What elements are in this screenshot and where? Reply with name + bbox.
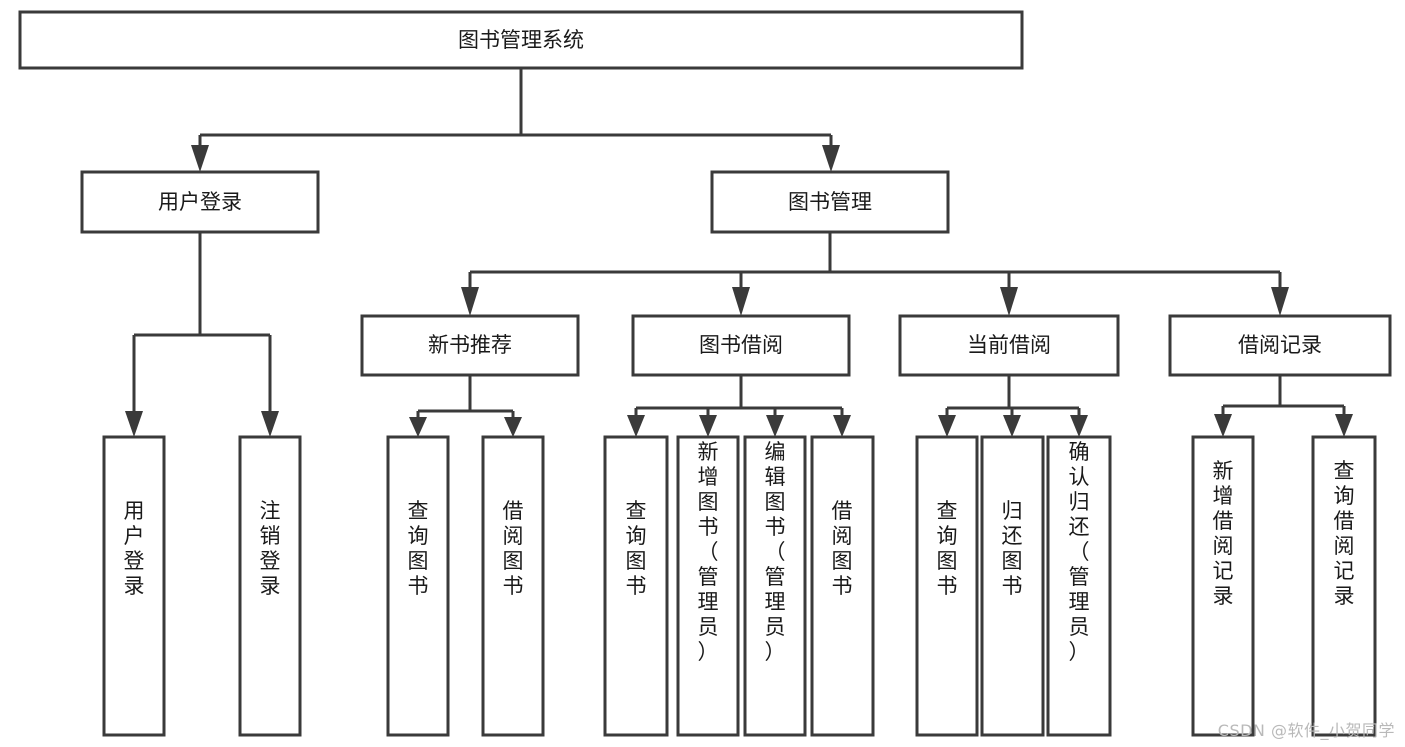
leaf-borrow-book-2-box[interactable] <box>810 435 875 737</box>
node-user-login-box[interactable] <box>80 170 320 234</box>
leaf-query-borrow-record-box[interactable] <box>1311 435 1377 737</box>
arrow-head-borrow-record <box>1271 287 1289 316</box>
node-current-borrow[interactable]: 当前借阅 <box>898 314 1120 377</box>
arrow-head-leaf-query-book-3 <box>938 415 956 437</box>
arrow-head-leaf-query-book-1 <box>409 417 427 437</box>
leaf-return-book-box[interactable] <box>980 435 1045 737</box>
connector-layer <box>125 68 1353 437</box>
node-book-manage[interactable]: 图书管理 <box>710 170 950 234</box>
node-root-label: 图书管理系统 <box>458 28 584 52</box>
leaf-confirm-return-box[interactable] <box>1046 435 1112 737</box>
arrow-head-leaf-edit-book <box>766 415 784 437</box>
leaf-return-book[interactable]: 归还图书 <box>980 435 1045 737</box>
leaf-add-borrow-record[interactable]: 新增借阅记录 <box>1191 435 1255 737</box>
leaf-query-book-3-box[interactable] <box>915 435 979 737</box>
arrow-head-new-book-recommend <box>461 287 479 316</box>
csdn-watermark: CSDN @软件_小贺同学 <box>1217 721 1395 740</box>
arrow-head-leaf-add-book <box>699 415 717 437</box>
leaf-user-login-box[interactable] <box>102 435 166 737</box>
arrow-head-current-borrow <box>1000 287 1018 316</box>
leaf-user-login[interactable]: 用户登录 <box>102 435 166 737</box>
leaf-borrow-book-2[interactable]: 借阅图书 <box>810 435 875 737</box>
leaf-add-book[interactable]: 新增图书（管理员） <box>676 435 740 737</box>
arrow-head-book-borrow <box>732 287 750 316</box>
node-current-borrow-label: 当前借阅 <box>967 333 1051 357</box>
leaf-query-book-2-box[interactable] <box>603 435 669 737</box>
node-new-book-recommend-label: 新书推荐 <box>428 333 512 357</box>
leaf-query-borrow-record-label: 查询借阅记录 <box>1334 459 1355 608</box>
arrow-head-leaf-user-logout <box>261 411 279 437</box>
arrow-head-user-login <box>191 145 209 172</box>
leaf-query-book-1-label: 查询图书 <box>408 499 429 598</box>
arrow-head-leaf-return-book <box>1003 415 1021 437</box>
arrow-head-leaf-user-login <box>125 411 143 437</box>
node-new-book-recommend-box[interactable] <box>360 314 580 377</box>
leaf-query-book-3[interactable]: 查询图书 <box>915 435 979 737</box>
node-book-manage-box[interactable] <box>710 170 950 234</box>
leaf-borrow-book-1-box[interactable] <box>481 435 545 737</box>
leaf-query-book-3-label: 查询图书 <box>937 499 958 598</box>
leaf-query-book-1[interactable]: 查询图书 <box>386 435 450 737</box>
node-borrow-record[interactable]: 借阅记录 <box>1168 314 1392 377</box>
leaf-edit-book-label: 编辑图书（管理员） <box>765 440 786 664</box>
leaf-user-login-label: 用户登录 <box>124 499 145 598</box>
arrow-head-leaf-query-borrow-record <box>1335 414 1353 437</box>
leaf-confirm-return-label: 确认归还（管理员） <box>1069 440 1090 664</box>
arrow-head-leaf-query-book-2 <box>627 415 645 437</box>
node-book-manage-label: 图书管理 <box>788 190 872 214</box>
node-book-borrow[interactable]: 图书借阅 <box>631 314 851 377</box>
leaf-borrow-book-1[interactable]: 借阅图书 <box>481 435 545 737</box>
leaf-user-logout-label: 注销登录 <box>260 499 281 598</box>
node-borrow-record-box[interactable] <box>1168 314 1392 377</box>
leaf-borrow-book-2-label: 借阅图书 <box>832 499 853 598</box>
arrow-head-leaf-borrow-book-1 <box>504 417 522 437</box>
leaf-query-book-2[interactable]: 查询图书 <box>603 435 669 737</box>
leaf-return-book-label: 归还图书 <box>1002 499 1023 598</box>
leaf-edit-book-box[interactable] <box>743 435 807 737</box>
arrow-head-leaf-confirm-return <box>1070 415 1088 437</box>
node-book-borrow-label: 图书借阅 <box>699 333 783 357</box>
leaf-user-logout[interactable]: 注销登录 <box>238 435 302 737</box>
arrow-head-leaf-add-borrow-record <box>1214 414 1232 437</box>
leaf-query-book-2-label: 查询图书 <box>626 499 647 598</box>
node-root[interactable]: 图书管理系统 <box>18 10 1024 70</box>
leaf-query-borrow-record[interactable]: 查询借阅记录 <box>1311 435 1377 737</box>
leaf-add-borrow-record-box[interactable] <box>1191 435 1255 737</box>
node-new-book-recommend[interactable]: 新书推荐 <box>360 314 580 377</box>
leaf-add-book-label: 新增图书（管理员） <box>698 440 719 664</box>
leaf-borrow-book-1-label: 借阅图书 <box>503 499 524 598</box>
leaf-query-book-1-box[interactable] <box>386 435 450 737</box>
node-user-login[interactable]: 用户登录 <box>80 170 320 234</box>
arrow-head-book-manage <box>822 145 840 172</box>
leaf-add-borrow-record-label: 新增借阅记录 <box>1213 459 1234 608</box>
node-borrow-record-label: 借阅记录 <box>1238 333 1322 357</box>
node-current-borrow-box[interactable] <box>898 314 1120 377</box>
leaf-add-book-box[interactable] <box>676 435 740 737</box>
node-book-borrow-box[interactable] <box>631 314 851 377</box>
node-root-box[interactable] <box>18 10 1024 70</box>
leaf-edit-book[interactable]: 编辑图书（管理员） <box>743 435 807 737</box>
leaf-confirm-return[interactable]: 确认归还（管理员） <box>1046 435 1112 737</box>
arrow-head-leaf-borrow-book-2 <box>833 415 851 437</box>
node-user-login-label: 用户登录 <box>158 190 242 214</box>
leaf-user-logout-box[interactable] <box>238 435 302 737</box>
